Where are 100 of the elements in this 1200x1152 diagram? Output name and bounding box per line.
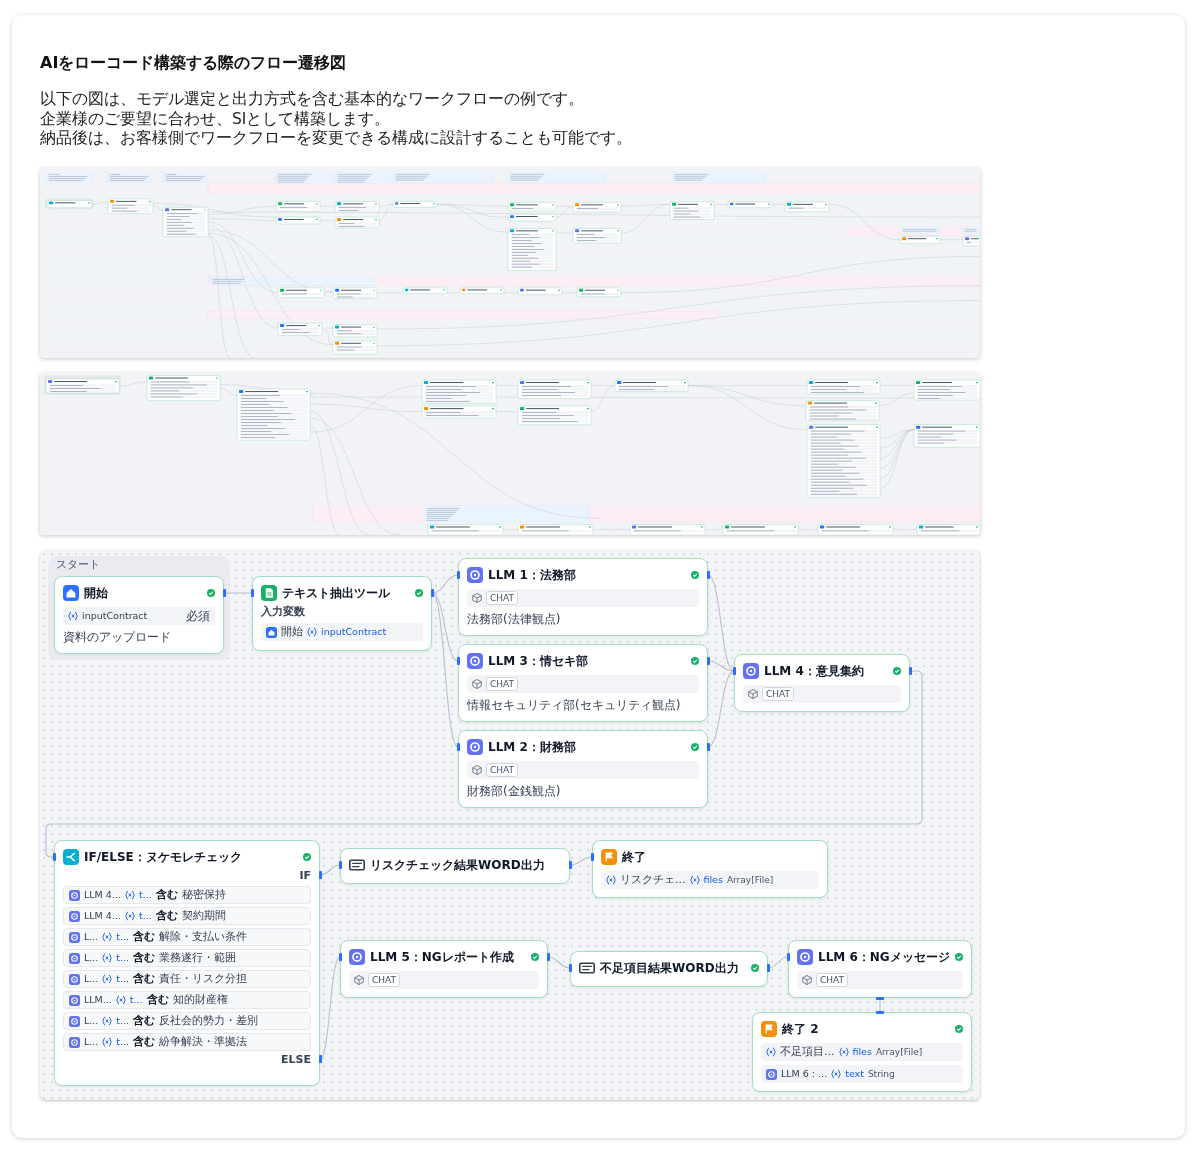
operator-label: 含む: [133, 1035, 156, 1049]
variable-name: t...: [116, 1014, 130, 1028]
mode-tag: CHAT: [486, 677, 518, 691]
connector-line: [431, 592, 459, 662]
connector-line: [879, 997, 881, 1013]
type-label: Array[File]: [726, 874, 774, 887]
variable-name: LLM 6 : ...: [781, 1067, 828, 1081]
node-title: LLM 5：NGレポート作成: [370, 949, 514, 965]
tool-node: [252, 576, 432, 651]
variable-name: inputContract: [321, 625, 387, 639]
node-title: テキスト抽出ツール: [282, 585, 390, 601]
llm-node: [788, 940, 972, 998]
source-node-name: 開始: [281, 625, 303, 639]
variable-name: L...: [84, 972, 99, 986]
type-label: String: [867, 1068, 895, 1081]
group-label: スタート: [56, 558, 100, 572]
variable-name: files: [852, 1045, 872, 1059]
mode-tag: CHAT: [486, 763, 518, 777]
variable-name: 不足項目...: [780, 1045, 835, 1059]
variable-name: t...: [116, 1035, 130, 1049]
node-title: 終了: [622, 849, 646, 865]
operator-label: 含む: [146, 993, 169, 1007]
connector-line: [45, 670, 923, 858]
variable-name: text: [845, 1067, 864, 1081]
operator-label: 含む: [155, 909, 178, 923]
connector-line: [767, 956, 789, 969]
variable-name: t...: [138, 909, 152, 923]
connector-line: [431, 592, 459, 748]
variable-name: LLM 4...: [84, 888, 121, 902]
connector-line: [319, 956, 341, 1060]
llm-node: [458, 558, 708, 636]
heading: AIをローコード構築する際のフロー遷移図: [40, 53, 347, 73]
variable-name: LLM...: [84, 993, 112, 1007]
mode-tag: CHAT: [368, 973, 400, 987]
start-node: [54, 576, 224, 654]
llm-node: [458, 730, 708, 808]
section-label: 入力変数: [261, 605, 305, 619]
tool-node: [340, 848, 570, 884]
llm-node: [458, 644, 708, 722]
operator-label: 含む: [133, 930, 156, 944]
tool-node: [570, 951, 768, 987]
branch-label: IF: [299, 869, 311, 883]
operator-label: 含む: [133, 972, 156, 986]
condition-node: [54, 840, 320, 1086]
variable-name: t...: [116, 951, 130, 965]
node-title: 開始: [84, 585, 108, 601]
variable-name: t...: [116, 930, 130, 944]
condition-value: 責任・リスク分担: [159, 972, 248, 986]
description-text: 納品後は、お客様側でワークフローを変更できる構成に設計することも可能です。: [40, 129, 632, 148]
connector-line: [569, 856, 593, 866]
end-node: [752, 1012, 972, 1092]
node-title: 不足項目結果WORD出力: [600, 960, 739, 976]
node-description: 情報セキュリティ部(セキュリティ観点): [467, 697, 681, 713]
condition-value: 知的財産権: [172, 993, 228, 1007]
variable-name: t...: [138, 888, 152, 902]
condition-value: 解除・支払い条件: [159, 930, 248, 944]
description-text: 以下の図は、モデル選定と出力方式を含む基本的なワークフローの例です。: [40, 90, 584, 109]
operator-label: 含む: [133, 951, 156, 965]
variable-name: LLM 4...: [84, 909, 121, 923]
connector-line: [431, 574, 459, 594]
node-title: LLM 2：財務部: [488, 739, 576, 755]
mode-tag: CHAT: [816, 973, 848, 987]
connector-line: [707, 574, 735, 672]
node-title: LLM 4：意見集約: [764, 663, 864, 679]
connector-line: [707, 670, 735, 748]
node-title: LLM 1：法務部: [488, 567, 576, 583]
description-text: 企業様のご要望に合わせ、SIとして構築します。: [40, 109, 391, 129]
operator-label: 含む: [133, 1014, 156, 1028]
condition-value: 業務遂行・範囲: [159, 951, 237, 965]
variable-name: t...: [116, 972, 130, 986]
variable-name: L...: [84, 951, 99, 965]
type-label: Array[File]: [875, 1046, 923, 1059]
variable-name: inputContract: [82, 609, 148, 623]
condition-value: 秘密保持: [181, 888, 226, 902]
branch-label: ELSE: [281, 1053, 311, 1067]
condition-value: 反社会的勢力・差別: [159, 1014, 259, 1028]
node-title: LLM 6：NGメッセージ: [818, 949, 950, 965]
mode-tag: CHAT: [486, 591, 518, 605]
connector-line: [707, 660, 735, 672]
node-description: 法務部(法律観点): [467, 611, 561, 627]
llm-node: [734, 654, 910, 712]
variable-name: L...: [84, 930, 99, 944]
variable-name: L...: [84, 1035, 99, 1049]
mode-tag: CHAT: [762, 687, 794, 701]
connector-line: [319, 864, 341, 876]
node-title: LLM 3：情セキ部: [488, 653, 588, 669]
llm-node: [340, 940, 548, 998]
variable-name: リスクチェ...: [620, 873, 686, 887]
node-title: 終了 2: [782, 1021, 819, 1037]
node-title: リスクチェック結果WORD出力: [370, 857, 545, 873]
variable-name: t...: [129, 993, 143, 1007]
operator-label: 含む: [155, 888, 178, 902]
variable-name: L...: [84, 1014, 99, 1028]
condition-value: 契約期間: [181, 909, 226, 923]
connector-line: [547, 956, 571, 969]
end-node: [592, 840, 828, 898]
node-title: IF/ELSE：ヌケモレチェック: [84, 849, 242, 865]
condition-value: 紛争解決・準拠法: [159, 1035, 248, 1049]
variable-name: files: [703, 873, 723, 887]
node-description: 財務部(金銭観点): [467, 783, 561, 799]
